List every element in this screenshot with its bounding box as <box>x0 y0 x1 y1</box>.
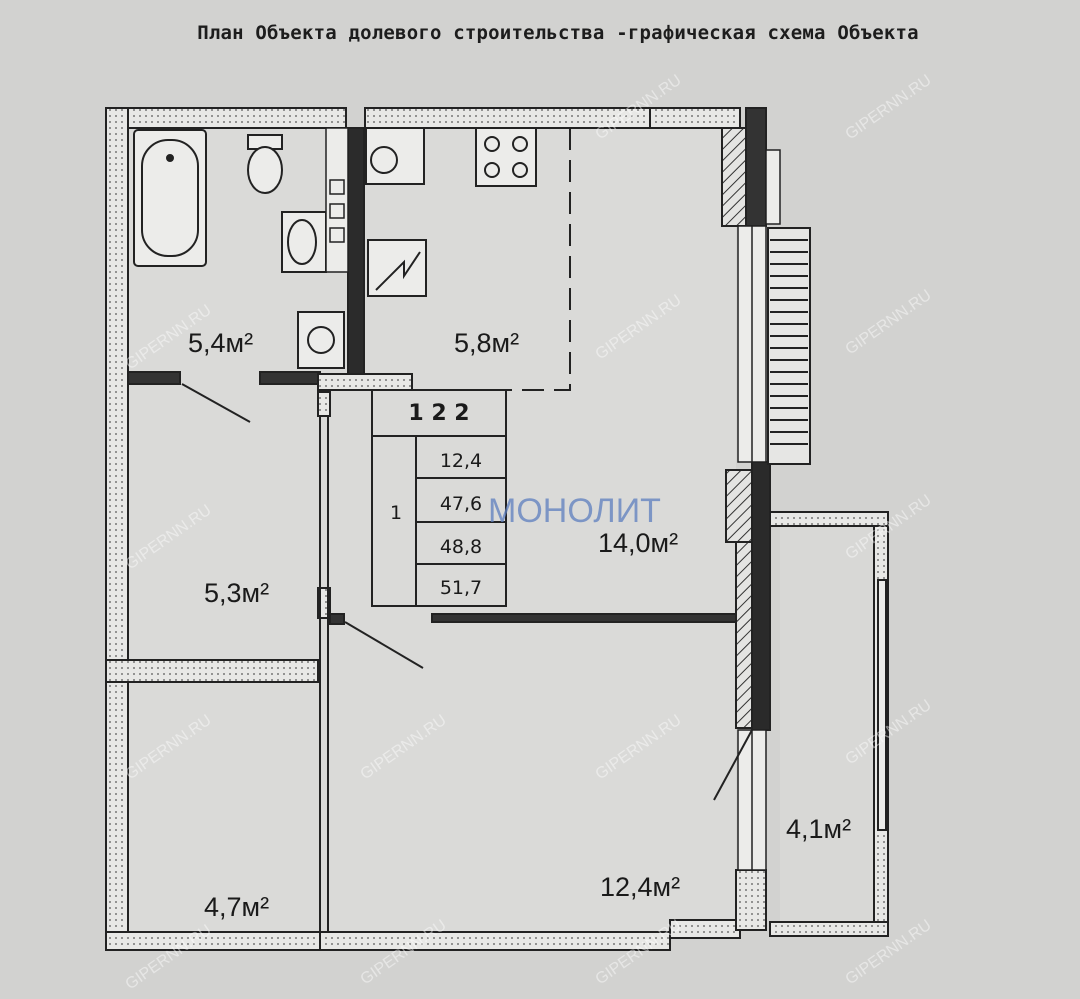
kitchen-sink-icon <box>365 127 425 185</box>
room-area-living-room: 14,0м² <box>598 528 678 558</box>
apartment-number: 1 2 2 <box>408 401 469 426</box>
room-area-bedroom: 12,4м² <box>600 872 680 902</box>
room-area-kitchen: 5,8м² <box>454 328 519 358</box>
table-value: 12,4 <box>440 450 482 472</box>
room-area-storage: 4,7м² <box>204 892 269 922</box>
door-swings <box>181 383 753 801</box>
room-area-hallway: 5,3м² <box>204 578 269 608</box>
washing-machine-icon <box>297 311 345 369</box>
balcony-walls <box>769 511 889 937</box>
table-value: 51,7 <box>440 577 482 599</box>
toilet-icon <box>247 134 283 194</box>
shaft-icon <box>325 127 349 273</box>
apartment-info-table <box>371 389 507 607</box>
plan-title: План Объекта долевого строительства -гра… <box>197 22 919 44</box>
table-value: 47,6 <box>440 493 482 515</box>
bathtub-icon <box>133 129 207 267</box>
watermark: GIPERNN.RU <box>843 72 935 144</box>
interior-walls <box>105 127 737 932</box>
balcony-floor <box>780 525 880 933</box>
room-area-bathroom: 5,4м² <box>188 328 253 358</box>
windows <box>737 149 781 871</box>
room-area-balcony: 4,1м² <box>786 814 851 844</box>
apartment-floor <box>128 128 736 934</box>
stove-icon <box>475 127 537 187</box>
outer-walls <box>105 107 771 951</box>
rooms-count: 1 <box>390 502 402 524</box>
monolit-logo: МОНОЛИТ <box>488 492 661 530</box>
radiator <box>767 227 811 465</box>
sink-icon <box>281 211 327 273</box>
boiler-icon <box>367 239 427 297</box>
watermark: GIPERNN.RU <box>843 287 935 359</box>
table-value: 48,8 <box>440 536 482 558</box>
